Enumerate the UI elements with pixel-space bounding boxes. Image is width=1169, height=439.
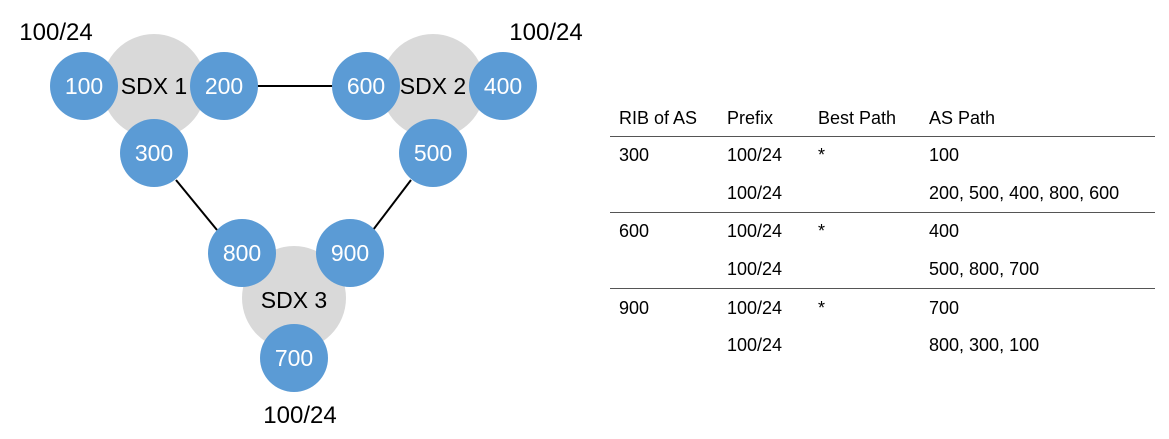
table-row: 100/24 800, 300, 100 <box>610 327 1155 365</box>
link-500-900 <box>372 179 412 231</box>
as100-node <box>50 52 118 120</box>
table-row: 100/24 500, 800, 700 <box>610 251 1155 289</box>
as900-label: 900 <box>331 240 369 266</box>
col-header-prefix: Prefix <box>727 107 774 128</box>
as300-label: 300 <box>135 140 173 166</box>
table-row: 300 100/24 * 100 <box>610 137 1155 175</box>
as800-label: 800 <box>223 240 261 266</box>
rib-table: RIB of AS Prefix Best Path AS Path 300 1… <box>610 100 1155 365</box>
as600-label: 600 <box>347 73 385 99</box>
cell-best-path: * <box>818 297 826 318</box>
as800-node <box>208 219 276 287</box>
as900-node <box>316 219 384 287</box>
sdx3-label: SDX 3 <box>261 287 327 313</box>
cell-prefix: 100/24 <box>727 335 783 356</box>
sdx1-node <box>102 34 206 138</box>
cell-rib-as: 900 <box>619 297 650 318</box>
as700-label: 700 <box>275 345 313 371</box>
cell-rib-as: 300 <box>619 145 650 166</box>
cell-as-path: 700 <box>929 297 960 318</box>
col-header-as-path: AS Path <box>929 107 996 128</box>
sdx2-node <box>381 34 485 138</box>
as400-node <box>469 52 537 120</box>
sdx1-label: SDX 1 <box>121 73 187 99</box>
cell-prefix: 100/24 <box>727 297 783 318</box>
as200-node <box>190 52 258 120</box>
cell-best-path: * <box>818 145 826 166</box>
table-row: 100/24 200, 500, 400, 800, 600 <box>610 175 1155 213</box>
cell-as-path: 100 <box>929 145 960 166</box>
cell-rib-as <box>610 251 718 289</box>
table-row: 900 100/24 * 700 <box>610 289 1155 327</box>
col-header-rib-of-as: RIB of AS <box>619 107 698 128</box>
cell-rib-as: 600 <box>619 221 650 242</box>
as700-node <box>260 324 328 392</box>
cell-prefix: 100/24 <box>727 259 783 280</box>
as100-label: 100 <box>65 73 103 99</box>
cell-as-path: 500, 800, 700 <box>929 259 1040 280</box>
cell-as-path: 800, 300, 100 <box>929 335 1040 356</box>
as500-label: 500 <box>414 140 452 166</box>
as600-node <box>332 52 400 120</box>
cell-prefix: 100/24 <box>727 182 783 203</box>
as200-label: 200 <box>205 73 243 99</box>
cell-as-path: 400 <box>929 221 960 242</box>
rib-table-header-row: RIB of AS Prefix Best Path AS Path <box>610 100 1155 137</box>
cell-best-path: * <box>818 221 826 242</box>
cell-prefix: 100/24 <box>727 145 783 166</box>
prefix-label-as100: 100/24 <box>19 19 92 46</box>
cell-prefix: 100/24 <box>727 221 783 242</box>
cell-best-path <box>809 327 920 365</box>
cell-best-path <box>809 251 920 289</box>
prefix-label-as400: 100/24 <box>509 19 582 46</box>
as500-node <box>399 119 467 187</box>
as400-label: 400 <box>484 73 522 99</box>
as300-node <box>120 119 188 187</box>
link-300-800 <box>175 179 218 231</box>
table-row: 600 100/24 * 400 <box>610 213 1155 251</box>
cell-best-path <box>809 175 920 213</box>
cell-rib-as <box>610 327 718 365</box>
prefix-label-as700: 100/24 <box>263 402 336 429</box>
sdx2-label: SDX 2 <box>400 73 466 99</box>
col-header-best-path: Best Path <box>818 107 897 128</box>
cell-as-path: 200, 500, 400, 800, 600 <box>929 182 1120 203</box>
sdx-topology-diagram: SDX 1 SDX 2 SDX 3 100 200 300 600 400 50… <box>19 19 582 429</box>
cell-rib-as <box>610 175 718 213</box>
